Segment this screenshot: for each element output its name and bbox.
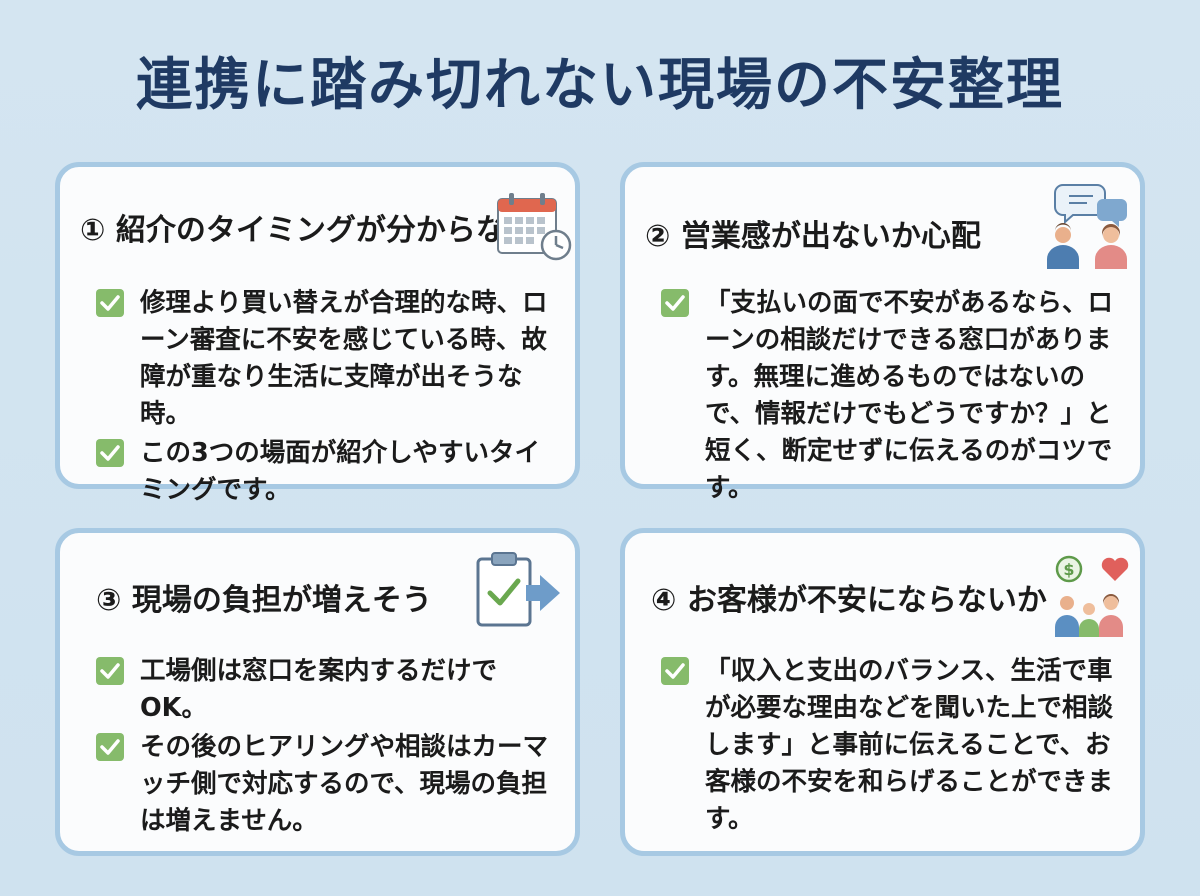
item-list: 「収入と支出のバランス、生活で車が必要な理由などを聞いた上で相談します」と事前に…	[661, 653, 1118, 840]
list-item: この3つの場面が紹介しやすいタイミングです。	[96, 435, 553, 509]
checkbox-icon	[96, 657, 124, 685]
list-item: 「支払いの面で不安があるなら、ローンの相談だけできる窓口があります。無理に進める…	[661, 285, 1118, 507]
item-list: 修理より買い替えが合理的な時、ローン審査に不安を感じている時、故障が重なり生活に…	[96, 285, 553, 511]
clipboard-arrow-icon	[472, 549, 564, 637]
card-heading: ① 紹介のタイミングが分からない	[80, 213, 536, 248]
checkbox-icon	[661, 657, 689, 685]
family-money-heart-icon: $	[1053, 553, 1137, 643]
checkbox-icon	[96, 439, 124, 467]
list-item: 修理より買い替えが合理的な時、ローン審査に不安を感じている時、故障が重なり生活に…	[96, 285, 553, 433]
card-workload: ③ 現場の負担が増えそう 工場側は窓口を案内するだけでOK。 その後のヒアリング…	[55, 528, 580, 856]
list-item: 「収入と支出のバランス、生活で車が必要な理由などを聞いた上で相談します」と事前に…	[661, 653, 1118, 838]
card-sales-feel: ② 営業感が出ないか心配 「支払いの面で不安があるなら、ローンの相談だけできる窓…	[620, 162, 1145, 503]
conversation-people-icon	[1041, 179, 1137, 275]
checkbox-icon	[661, 289, 689, 317]
card-heading: ④ お客様が不安にならないか	[651, 583, 1047, 618]
item-list: 工場側は窓口を案内するだけでOK。 その後のヒアリングや相談はカーマッチ側で対応…	[96, 653, 553, 842]
checkbox-icon	[96, 289, 124, 317]
item-list: 「支払いの面で不安があるなら、ローンの相談だけできる窓口があります。無理に進める…	[661, 285, 1118, 509]
svg-text:$: $	[1063, 560, 1074, 579]
list-item: その後のヒアリングや相談はカーマッチ側で対応するので、現場の負担は増えません。	[96, 729, 553, 840]
list-item: 工場側は窓口を案内するだけでOK。	[96, 653, 553, 727]
checkbox-icon	[96, 733, 124, 761]
card-customer-anxiety: ④ お客様が不安にならないか $ 「収入と支出のバランス、生活で車が必要な理由な…	[620, 528, 1145, 856]
calendar-icon	[494, 189, 574, 267]
page-title: 連携に踏み切れない現場の不安整理	[136, 53, 1064, 118]
card-heading: ② 営業感が出ないか心配	[645, 219, 981, 254]
card-heading: ③ 現場の負担が増えそう	[96, 583, 432, 618]
card-timing: ① 紹介のタイミングが分からない 修理より買い替えが合理的な時、ローン審査に不安…	[55, 162, 580, 505]
